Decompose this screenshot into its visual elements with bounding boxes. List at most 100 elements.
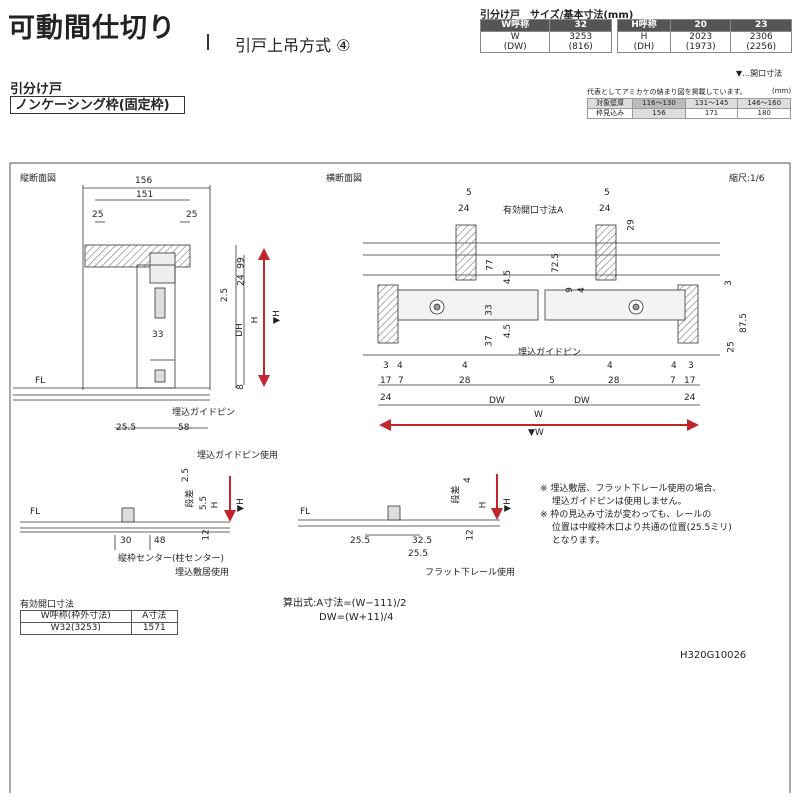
page-title: 可動間仕切り	[8, 13, 176, 44]
wall-row2-2: 180	[737, 108, 791, 119]
dim-4-5-b: 4.5	[503, 323, 514, 339]
note-line-0: ※ 埋込敷居、フラット下レール使用の場合、	[540, 484, 722, 494]
detail2-dim-25-5-a: 25.5	[350, 536, 371, 546]
dim-77: 77	[485, 259, 496, 271]
dim-3-right: 3	[723, 280, 734, 286]
h-value-0: 2023	[689, 32, 713, 42]
effective-table: W呼称(枠外寸法)A寸法 W32(3253)1571	[20, 610, 179, 635]
dw-value: (816)	[568, 42, 593, 52]
h-label: H	[640, 32, 648, 42]
notes-block: ※ 埋込敷居、フラット下レール使用の場合、 埋込ガイドピンは使用しません。 ※ …	[540, 483, 780, 548]
guide-pin-label-h: 埋込ガイドピン	[518, 348, 582, 358]
scale-label: 縮尺:1/6	[729, 174, 765, 184]
effective-label: 有効開口寸法A	[503, 206, 564, 216]
eff-col2: A寸法	[130, 610, 179, 623]
detail1-center-label: 縦枠センター(柱センター)	[118, 554, 225, 564]
size-table-heading: 引分け戸 サイズ/基本寸法(mm)	[480, 10, 634, 21]
vertical-section-title: 縦断面図	[20, 174, 57, 184]
dim-58: 58	[178, 423, 190, 433]
dim-24: 24	[236, 274, 247, 286]
detail1-dim-5-5: 5.5	[199, 495, 210, 511]
horizontal-section-drawing	[363, 224, 720, 406]
detail2-step-label: 段差	[451, 485, 462, 504]
detail2-fl-label: FL	[300, 507, 311, 517]
dim-7-a: 7	[398, 376, 404, 386]
w-label: W	[510, 32, 520, 42]
dw-label-2: DW	[574, 396, 590, 406]
detail2-h-label: H	[478, 501, 489, 509]
eff-row-w: W32(3253)	[20, 622, 132, 635]
vw-label: ▼W	[528, 428, 544, 438]
fl-label-v: FL	[35, 376, 46, 386]
dim-4-top: 4	[576, 287, 587, 293]
dw-label-1: DW	[489, 396, 505, 406]
note-line-3: 位置は中縦枠木口より共通の位置(25.5ミリ)	[540, 523, 732, 533]
detail2-dim-32-5: 32.5	[412, 536, 433, 546]
dh-label: DH	[234, 323, 245, 337]
guide-pin-label-v: 埋込ガイドピン	[172, 408, 236, 418]
formula-line-2: DW=(W+11)/4	[319, 612, 394, 623]
dim-87-5: 87.5	[739, 312, 750, 334]
wall-row2-label: 枠見込み	[586, 108, 634, 119]
title-separator	[207, 34, 209, 50]
dim-4-d: 4	[671, 361, 677, 371]
page-subtitle: 引戸上吊方式 ④	[235, 36, 351, 55]
dh-value-0: (1973)	[685, 42, 716, 52]
h-label-v: H	[250, 316, 261, 324]
dim-25-5: 25.5	[116, 423, 137, 433]
w-label: W	[534, 410, 543, 420]
detail1-drawing	[20, 507, 230, 550]
vertical-section-drawing	[13, 185, 245, 429]
detail1-title: 埋込ガイドピン使用	[197, 451, 279, 461]
dw-label: (DW)	[503, 42, 527, 52]
w-header: W呼称	[479, 19, 551, 32]
dim-24-d: 24	[684, 393, 696, 403]
detail1-dim-2-5: 2.5	[181, 467, 192, 483]
opening-note: ▼…開口寸法	[736, 69, 783, 78]
dim-24-c: 24	[380, 393, 392, 403]
dim-4-5-a: 4.5	[503, 269, 514, 285]
detail1-h-label: H	[210, 501, 221, 509]
dim-17-b: 17	[684, 376, 696, 386]
eff-col1: W呼称(枠外寸法)	[20, 610, 132, 623]
formula-line-1: 算出式:A寸法=(W−111)/2	[283, 598, 407, 609]
dim-99: 99	[236, 257, 247, 269]
drawing-code: H320G10026	[680, 650, 747, 661]
dim-72-5: 72.5	[551, 252, 562, 274]
dim-25-h: 25	[726, 341, 737, 353]
dim-24-a: 24	[458, 204, 470, 214]
dim-151: 151	[136, 190, 154, 200]
wall-table-note: 代表としてアミカケの納まり図を掲載しています。	[587, 88, 747, 96]
detail2-dim-12: 12	[465, 529, 476, 541]
detail2-dim-25-5-b: 25.5	[408, 549, 429, 559]
detail2-vh-label: ▼H	[502, 498, 513, 512]
effective-table-title: 有効開口寸法	[20, 600, 75, 610]
dim-2-5: 2.5	[220, 287, 231, 303]
horizontal-section-title: 横断面図	[326, 174, 363, 184]
dim-5-b: 5	[604, 188, 610, 198]
dim-28-a: 28	[459, 376, 471, 386]
detail2-dim-4: 4	[462, 477, 473, 483]
dim-3-b: 3	[688, 361, 694, 371]
dim-37: 37	[484, 335, 495, 347]
frame-type: ノンケーシング枠(固定枠)	[10, 96, 185, 114]
dim-9: 9	[564, 287, 575, 293]
note-line-1: 埋込ガイドピンは使用しません。	[540, 497, 687, 507]
dim-33-h: 33	[484, 304, 495, 316]
dim-4-b: 4	[462, 361, 468, 371]
detail1-vh-label: ▼H	[235, 498, 246, 512]
dim-8: 8	[235, 384, 246, 390]
dim-25-right: 25	[186, 210, 198, 220]
dim-3-a: 3	[383, 361, 389, 371]
dim-156: 156	[135, 176, 153, 186]
dim-4-a: 4	[397, 361, 403, 371]
dim-24-b: 24	[599, 204, 611, 214]
detail1-dim-30: 30	[120, 536, 132, 546]
detail1-threshold-label: 埋込敷居使用	[175, 568, 230, 578]
formula-block: 算出式:A寸法=(W−111)/2 DW=(W+11)/4	[283, 597, 406, 625]
dim-4-c: 4	[607, 361, 613, 371]
dim-7-b: 7	[670, 376, 676, 386]
door-type: 引分け戸	[10, 82, 63, 97]
